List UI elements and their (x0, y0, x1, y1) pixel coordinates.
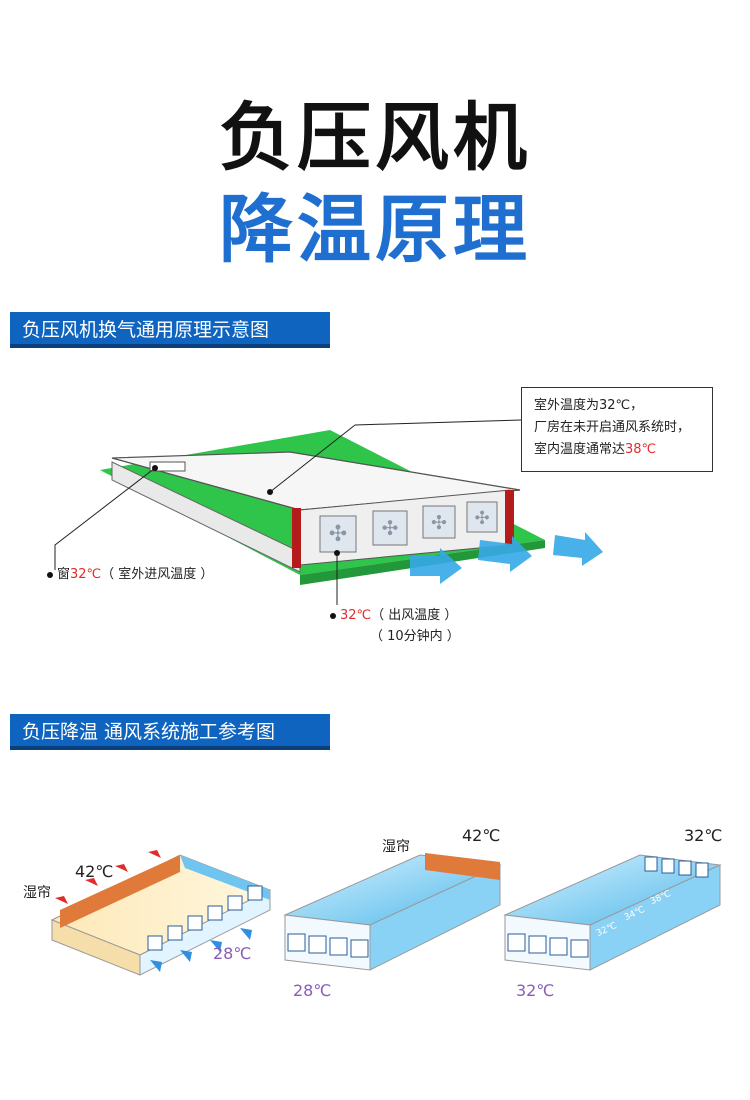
callout-line3-prefix: 室内温度通常达 (534, 442, 626, 457)
section1-header: 负压风机换气通用原理示意图 (10, 312, 330, 348)
red-pillar-left (292, 508, 301, 568)
outlet-label: 32℃（ 出风温度 ） (330, 604, 457, 623)
outlet-note: （ 出风温度 ） (371, 608, 458, 623)
bullet-dot (47, 571, 53, 578)
main-title-line2: 降温原理 (219, 187, 531, 273)
diagram1-pad-label: 湿帘 (23, 885, 51, 901)
main-title-line1: 负压风机 (219, 95, 531, 181)
exhaust-fans: ✣ ✣ ✣ ✣ (319, 501, 498, 553)
diagram1-box (50, 854, 272, 976)
diagram1-pad (60, 855, 180, 928)
section2-header: 负压降温 通风系统施工参考图 (10, 714, 330, 750)
svg-text:✣: ✣ (329, 522, 347, 547)
bullet-dot (330, 612, 336, 619)
diagram1-hot-arrows (55, 850, 161, 904)
diagram1-cool-arrows (150, 928, 252, 972)
window-prefix: 窗 (57, 567, 71, 582)
callout-indoor-temp: 38℃ (625, 442, 657, 457)
window-inlet-temp: 32℃ (70, 567, 102, 582)
window-inlet-label: 窗32℃（ 室外进风温度 ） (47, 563, 213, 582)
svg-text:✣: ✣ (431, 512, 447, 534)
window-inlet-note: （ 室外进风温度 ） (101, 567, 214, 582)
diagram3-box (503, 854, 722, 971)
info-callout: 室外温度为32℃， 厂房在未开启通风系统时， 室内温度通常达38℃ (521, 387, 713, 472)
svg-text:✣: ✣ (474, 508, 489, 529)
diagram1-outlet-temp: 28℃ (213, 944, 252, 963)
callout-line1: 室外温度为32℃， (534, 398, 644, 413)
diagram2-pad (425, 853, 500, 880)
diagram2-box (283, 853, 502, 971)
outlet-sub-label: （ 10分钟内 ） (370, 629, 460, 644)
airflow-arrows (410, 532, 603, 584)
diagram3-inlet-temp: 32℃ (684, 826, 723, 845)
diagram1-inlet-temp: 42℃ (75, 862, 114, 881)
diagram2-pad-label: 湿帘 (382, 839, 410, 855)
diagram2-inlet-temp: 42℃ (462, 826, 501, 845)
diagram2-outlet-temp: 28℃ (293, 981, 332, 1000)
callout-line2: 厂房在未开启通风系统时， (534, 420, 691, 435)
svg-text:✣: ✣ (382, 516, 399, 540)
red-pillar-right (505, 490, 514, 545)
diagram3-outlet-temp: 32℃ (516, 981, 555, 1000)
building-side-wall (111, 461, 301, 573)
outlet-temp: 32℃ (340, 608, 372, 623)
